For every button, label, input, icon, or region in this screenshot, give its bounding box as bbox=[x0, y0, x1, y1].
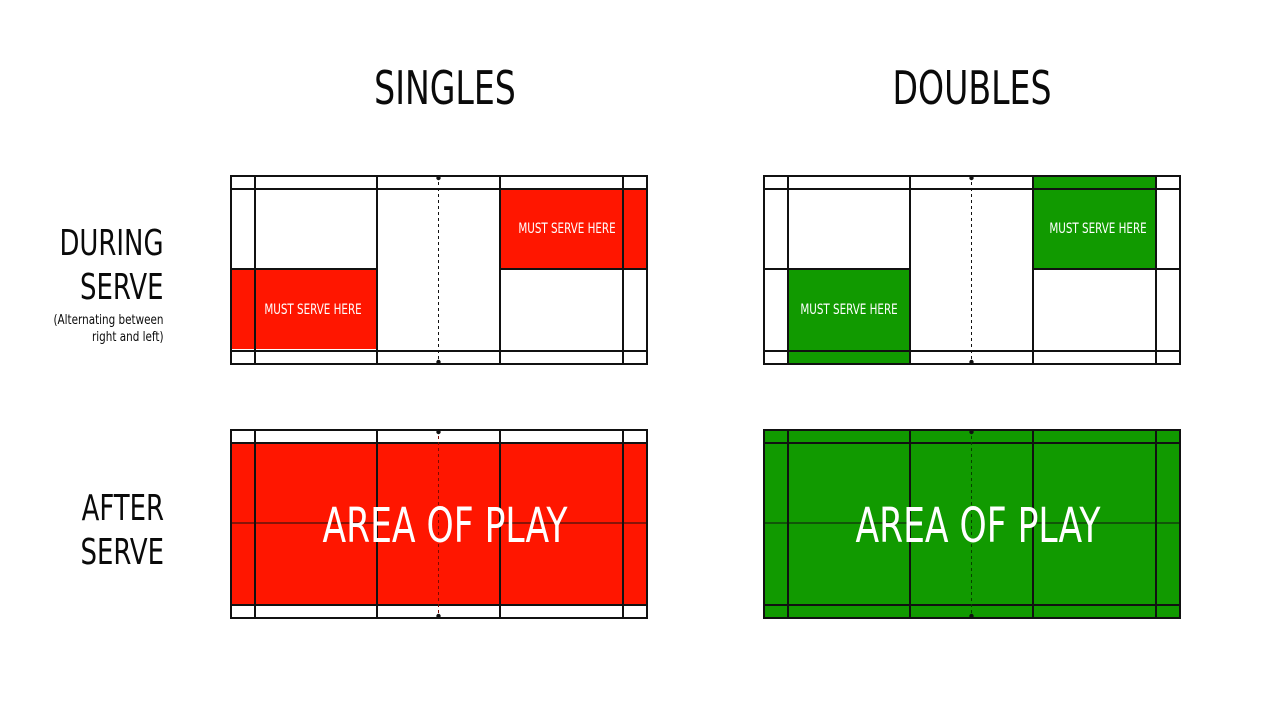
singles-play-area bbox=[231, 443, 647, 605]
net-post-top bbox=[969, 429, 974, 435]
doubles-serve-zone-bottom-left bbox=[788, 269, 910, 364]
singles-heading: SINGLES bbox=[374, 61, 516, 115]
during-serve-line2: SERVE bbox=[80, 267, 164, 308]
net-post-bottom bbox=[969, 359, 974, 365]
after-serve-line1: AFTER bbox=[81, 488, 164, 529]
doubles-serve-court: MUST SERVE HERE MUST SERVE HERE bbox=[763, 175, 1181, 365]
alternating-note-line1: (Alternating between bbox=[53, 313, 164, 328]
singles-serve-court: MUST SERVE HERE MUST SERVE HERE bbox=[230, 175, 648, 365]
net-post-bottom bbox=[436, 359, 441, 365]
doubles-heading: DOUBLES bbox=[892, 61, 1052, 115]
must-serve-here-label-right: MUST SERVE HERE bbox=[1049, 220, 1146, 236]
net-post-top bbox=[969, 175, 974, 181]
net-post-top bbox=[436, 429, 441, 435]
area-of-play-label: AREA OF PLAY bbox=[322, 497, 567, 553]
alternating-note-line2: right and left) bbox=[92, 330, 164, 345]
during-serve-line1: DURING bbox=[59, 223, 164, 264]
doubles-serve-zone-top-right bbox=[1033, 176, 1156, 269]
must-serve-here-label-left: MUST SERVE HERE bbox=[800, 301, 897, 317]
net-post-top bbox=[436, 175, 441, 181]
doubles-play-court: AREA OF PLAY bbox=[763, 429, 1181, 619]
after-serve-label: AFTER SERVE bbox=[48, 487, 164, 575]
during-serve-label: DURING SERVE (Alternating between right … bbox=[19, 222, 164, 346]
must-serve-here-label-right: MUST SERVE HERE bbox=[518, 220, 615, 236]
net-post-bottom bbox=[969, 613, 974, 619]
after-serve-line2: SERVE bbox=[80, 532, 164, 573]
singles-play-court: AREA OF PLAY bbox=[230, 429, 648, 619]
area-of-play-label: AREA OF PLAY bbox=[855, 497, 1100, 553]
must-serve-here-label-left: MUST SERVE HERE bbox=[264, 301, 361, 317]
net-post-bottom bbox=[436, 613, 441, 619]
